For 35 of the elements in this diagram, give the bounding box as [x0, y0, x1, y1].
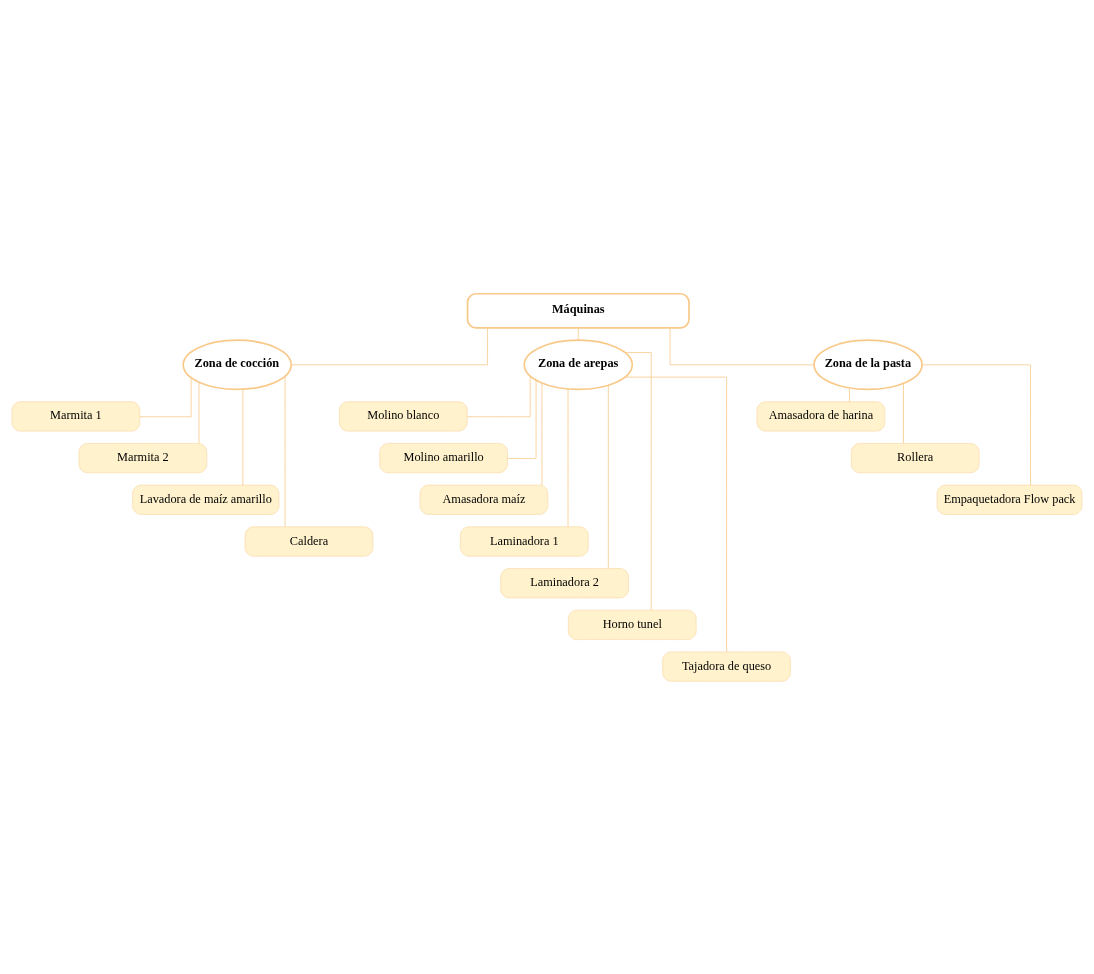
node-box: Laminadora 1 [460, 525, 589, 557]
connector [624, 376, 727, 652]
node-ellipse: Zona de la pasta [813, 338, 923, 390]
node-box: Horno tunel [568, 609, 697, 640]
connector [849, 387, 850, 402]
node-box: Lavadora de maíz amarillo [132, 484, 280, 515]
connector [466, 375, 531, 417]
connector [198, 381, 200, 444]
node-box: Laminadora 2 [500, 567, 629, 598]
connector [284, 375, 286, 527]
node-box: Rollera [851, 442, 980, 473]
connector [624, 351, 652, 610]
node-ellipse: Zona de cocción [182, 338, 293, 390]
node-box: Empaquetadora Flow pack [936, 484, 1083, 515]
connector [577, 327, 579, 341]
connector [567, 388, 569, 527]
connector [242, 388, 244, 485]
node-box: Molino amarillo [379, 442, 508, 473]
node-box: Amasadora maíz [419, 484, 549, 515]
node-box: Molino blanco [339, 400, 468, 431]
connector [139, 376, 192, 417]
connector [290, 327, 488, 365]
node-box: Marmita 2 [78, 442, 208, 473]
node-box: Amasadora de harina [756, 400, 886, 431]
node-box: Marmita 1 [11, 400, 141, 431]
connector [921, 363, 1031, 485]
node-box: Caldera [244, 525, 374, 557]
connector [903, 382, 904, 444]
node-box: Tajadora de queso [662, 651, 791, 682]
connector [541, 382, 543, 485]
connector [669, 327, 815, 365]
connector [607, 384, 609, 569]
connector [507, 379, 537, 459]
node-box: Máquinas [466, 292, 690, 329]
node-ellipse: Zona de arepas [523, 338, 634, 390]
